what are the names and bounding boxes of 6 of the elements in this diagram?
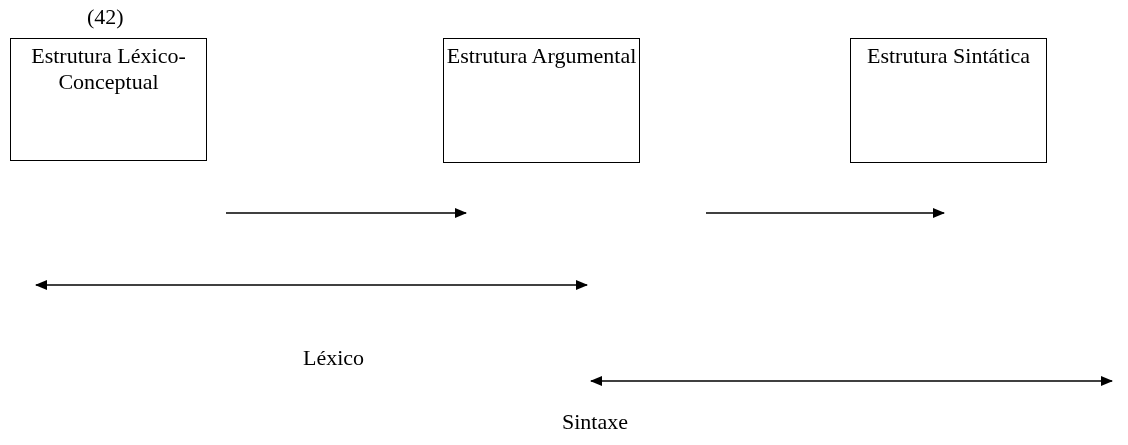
example-number: (42): [87, 4, 124, 30]
structure-box: Estrutura Léxico-Conceptual: [10, 38, 207, 161]
level-label: Sintaxe: [562, 409, 628, 435]
level-label: Léxico: [303, 345, 365, 371]
structure-box: Estrutura Argumental: [443, 38, 640, 163]
structure-box: Estrutura Sintática: [850, 38, 1047, 163]
